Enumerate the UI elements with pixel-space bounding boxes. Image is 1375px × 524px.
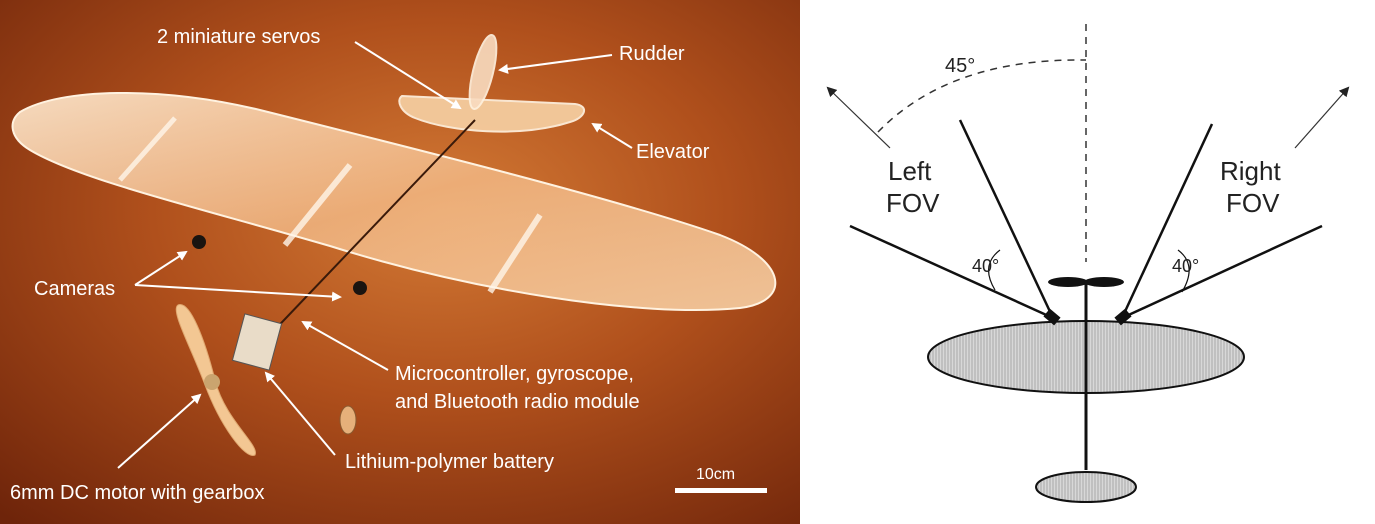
label-scale: 10cm: [696, 466, 735, 483]
right-camera-mark: [1114, 308, 1132, 326]
label-cameras: Cameras: [34, 278, 115, 300]
propeller: [175, 304, 256, 456]
electronics-board: [231, 313, 283, 371]
label-left-fov-line1: Left: [888, 156, 932, 186]
label-angle-45: 45°: [945, 55, 975, 77]
right-angle-arc: [1177, 249, 1190, 293]
label-microcontroller-line1: Microcontroller, gyroscope,: [395, 363, 634, 385]
label-angle-right: 40°: [1172, 256, 1199, 276]
arrow-rudder: [498, 54, 613, 74]
left-camera-mark: [1043, 308, 1061, 326]
label-left-fov-line2: FOV: [886, 188, 940, 218]
label-angle-left: 40°: [972, 256, 999, 276]
label-elevator: Elevator: [636, 141, 710, 163]
right-fov-boundary-upper: [1120, 123, 1214, 319]
fov-diagram: 45° 40° 40° Left FOV Right FOV: [800, 0, 1375, 524]
label-right-fov-line1: Right: [1220, 156, 1281, 186]
aircraft-photo: 2 miniature servos Rudder Elevator Camer…: [0, 0, 800, 524]
arrow-camera-left: [134, 250, 188, 286]
tail-ellipse: [1035, 471, 1137, 503]
right-fov-boundary-lower: [1121, 224, 1323, 320]
fuselage-boom: [264, 119, 476, 341]
label-right-fov-line2: FOV: [1226, 188, 1280, 218]
propeller-blade-right: [1084, 277, 1124, 287]
main-wing: [11, 92, 777, 312]
label-servos: 2 miniature servos: [157, 26, 320, 48]
left-angle-arc: [988, 249, 1001, 291]
left-camera: [192, 235, 206, 249]
label-motor: 6mm DC motor with gearbox: [10, 482, 265, 504]
wing-rib: [487, 213, 543, 294]
landing-wheel: [339, 405, 357, 435]
wing-rib: [118, 116, 177, 182]
arrow-microcontroller: [301, 321, 389, 371]
arrow-servos: [354, 41, 462, 110]
wing-rib: [282, 163, 353, 247]
motor-hub: [204, 374, 220, 390]
right-view-arrow: [1294, 86, 1350, 149]
label-rudder: Rudder: [619, 43, 685, 65]
left-fov-boundary-lower: [849, 224, 1054, 320]
aircraft-photo-svg: 2 miniature servos Rudder Elevator Camer…: [0, 0, 800, 524]
rudder-surface: [468, 34, 498, 110]
scale-bar: [675, 488, 767, 493]
label-microcontroller-line2: and Bluetooth radio module: [395, 391, 640, 413]
angle-arc-45: [877, 59, 1087, 133]
arrow-elevator: [591, 122, 633, 149]
arrow-camera-right: [134, 284, 342, 302]
arrow-motor: [117, 393, 202, 469]
right-camera: [353, 281, 367, 295]
elevator-surface: [398, 94, 585, 133]
label-battery: Lithium-polymer battery: [345, 451, 554, 473]
arrow-battery: [264, 371, 336, 456]
left-fov-boundary-upper: [958, 119, 1055, 319]
fov-diagram-svg: 45° 40° 40° Left FOV Right FOV: [826, 24, 1350, 503]
propeller-blade-left: [1048, 277, 1088, 287]
left-view-arrow: [826, 86, 891, 149]
